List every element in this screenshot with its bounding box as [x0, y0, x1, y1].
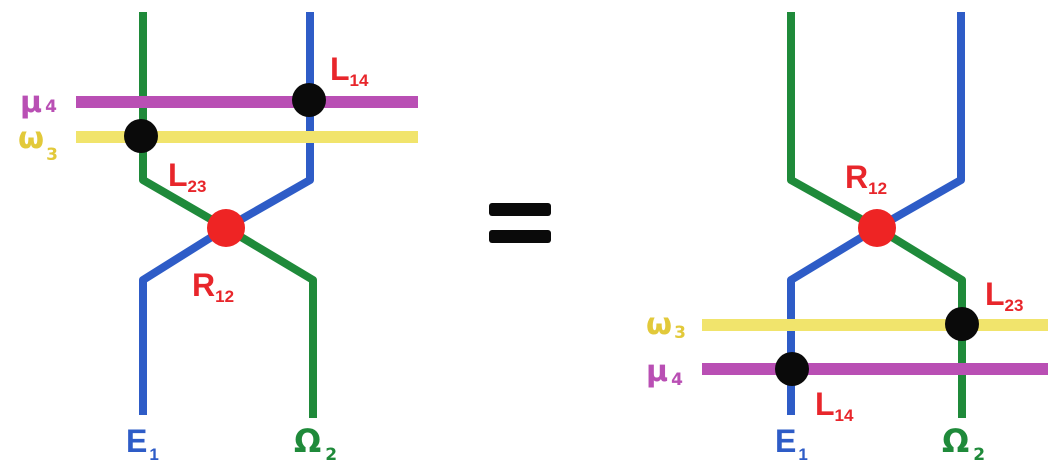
right-R12-label: R12 [845, 159, 887, 198]
equals-sign: = [489, 203, 551, 243]
left-L14-vertex [292, 83, 326, 117]
equals-bar-bottom [489, 230, 551, 243]
equals-bar-top [489, 203, 551, 216]
left-L23-vertex [124, 119, 158, 153]
right-L23-label: L23 [985, 276, 1023, 315]
left-L14-label: L14 [330, 51, 369, 90]
left-R12-label: R12 [192, 267, 234, 306]
left-L23-label: L23 [168, 157, 206, 196]
left-R12-vertex [207, 209, 245, 247]
right-L23-vertex [945, 307, 979, 341]
right-R12-vertex [858, 209, 896, 247]
right-L14-vertex [775, 352, 809, 386]
right-L14-label: L14 [815, 386, 854, 425]
